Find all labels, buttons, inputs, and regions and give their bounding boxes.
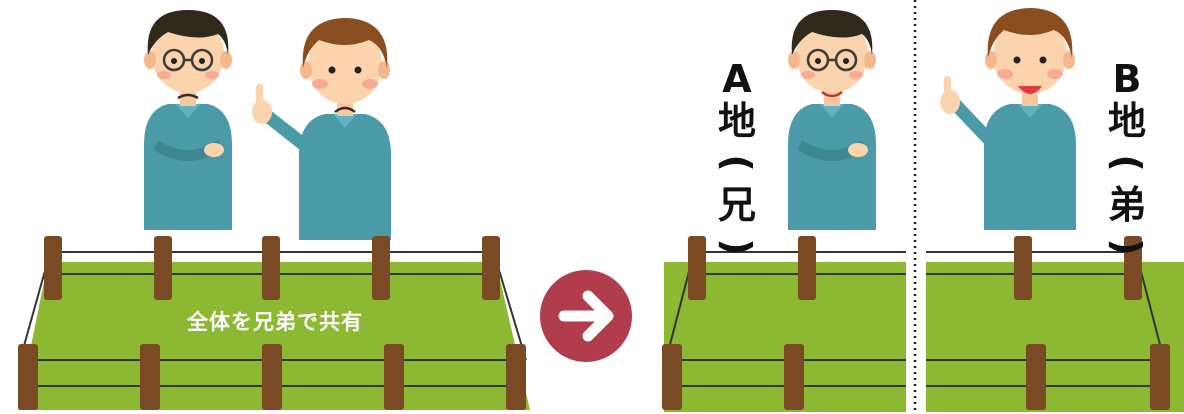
- elder-brother-figure: [142, 8, 234, 232]
- plot-a-kanji: 地: [717, 99, 756, 143]
- plot-a-owner: 兄: [717, 183, 756, 227]
- right-arrow-icon: [540, 270, 632, 362]
- plot-b-label: B 地 ( 弟 ): [1102, 58, 1152, 268]
- elder-brother-figure-plot-a: [786, 8, 878, 232]
- plot-b-letter: B: [1112, 57, 1142, 101]
- younger-brother-figure: [252, 18, 391, 240]
- plot-b-land: [926, 236, 1184, 412]
- plot-b-kanji: 地: [1107, 99, 1146, 143]
- plot-b-close-paren: ): [1105, 238, 1149, 256]
- plot-a-open-paren: (: [715, 154, 759, 172]
- shared-land-caption: 全体を兄弟で共有: [187, 310, 363, 334]
- plot-a-land: [662, 236, 906, 412]
- younger-brother-figure-plot-b: [940, 8, 1076, 230]
- shared-land-plot: [18, 236, 530, 410]
- plot-a-close-paren: ): [715, 238, 759, 256]
- plot-b-owner: 弟: [1107, 183, 1146, 227]
- plot-a-label: A 地 ( 兄 ): [712, 58, 762, 268]
- plot-b-open-paren: (: [1105, 154, 1149, 172]
- plot-a-letter: A: [722, 57, 752, 101]
